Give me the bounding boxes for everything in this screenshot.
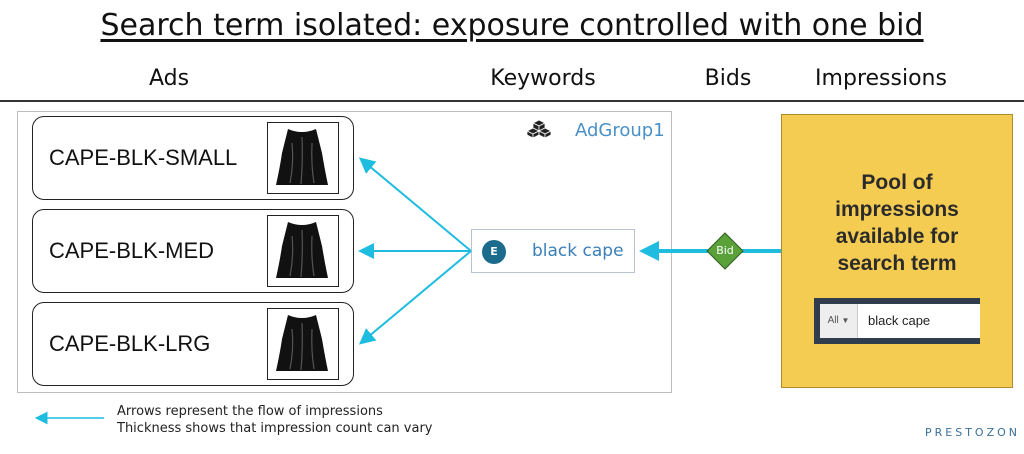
search-category-label: All [827, 315, 839, 326]
exact-match-badge: E [482, 240, 506, 264]
pool-line: Pool of [861, 171, 933, 194]
black-cape-icon [267, 215, 339, 287]
search-input: black cape [858, 304, 980, 338]
ad-sku-label: CAPE-BLK-MED [49, 238, 215, 263]
caret-down-icon: ▼ [841, 316, 850, 325]
column-header-impressions: Impressions [815, 66, 947, 91]
ad-card-lrg: CAPE-BLK-LRG [32, 302, 354, 386]
flow-arrow-to-small [358, 157, 472, 252]
legend-line: Thickness shows that impression count ca… [117, 421, 433, 436]
pool-line: impressions [835, 198, 959, 221]
ad-card-med: CAPE-BLK-MED [32, 209, 354, 293]
bid-diamond [706, 232, 744, 270]
impression-pool: Pool of impressions available for search… [781, 114, 1013, 388]
column-header-keywords: Keywords [490, 66, 596, 91]
pool-description: Pool of impressions available for search… [782, 169, 1012, 277]
adgroup-label: AdGroup1 [575, 120, 665, 141]
ad-sku-label: CAPE-BLK-LRG [49, 331, 211, 356]
ad-sku-label: CAPE-BLK-SMALL [49, 145, 238, 170]
black-cape-icon [267, 122, 339, 194]
column-header-bids: Bids [704, 66, 752, 91]
legend: Arrows represent the flow of impressions… [117, 403, 432, 437]
search-category-select: All ▼ [820, 304, 858, 338]
black-cape-icon [267, 308, 339, 380]
flow-arrow-to-lrg [358, 250, 472, 345]
pool-line: available for [835, 225, 959, 248]
page-title: Search term isolated: exposure controlle… [100, 8, 924, 43]
column-header-ads: Ads [148, 66, 190, 91]
keyword-text: black cape [532, 241, 624, 261]
keyword-box: E black cape [471, 229, 635, 273]
ad-card-small: CAPE-BLK-SMALL [32, 116, 354, 200]
search-bar-illustration: All ▼ black cape [814, 298, 980, 344]
header-divider [0, 100, 1024, 102]
brand-logo: PRESTOZON [925, 426, 1021, 439]
cubes-icon [526, 119, 552, 143]
legend-line: Arrows represent the flow of impressions [117, 404, 383, 419]
pool-line: search term [837, 252, 957, 275]
bid-label: Bid [716, 244, 734, 257]
